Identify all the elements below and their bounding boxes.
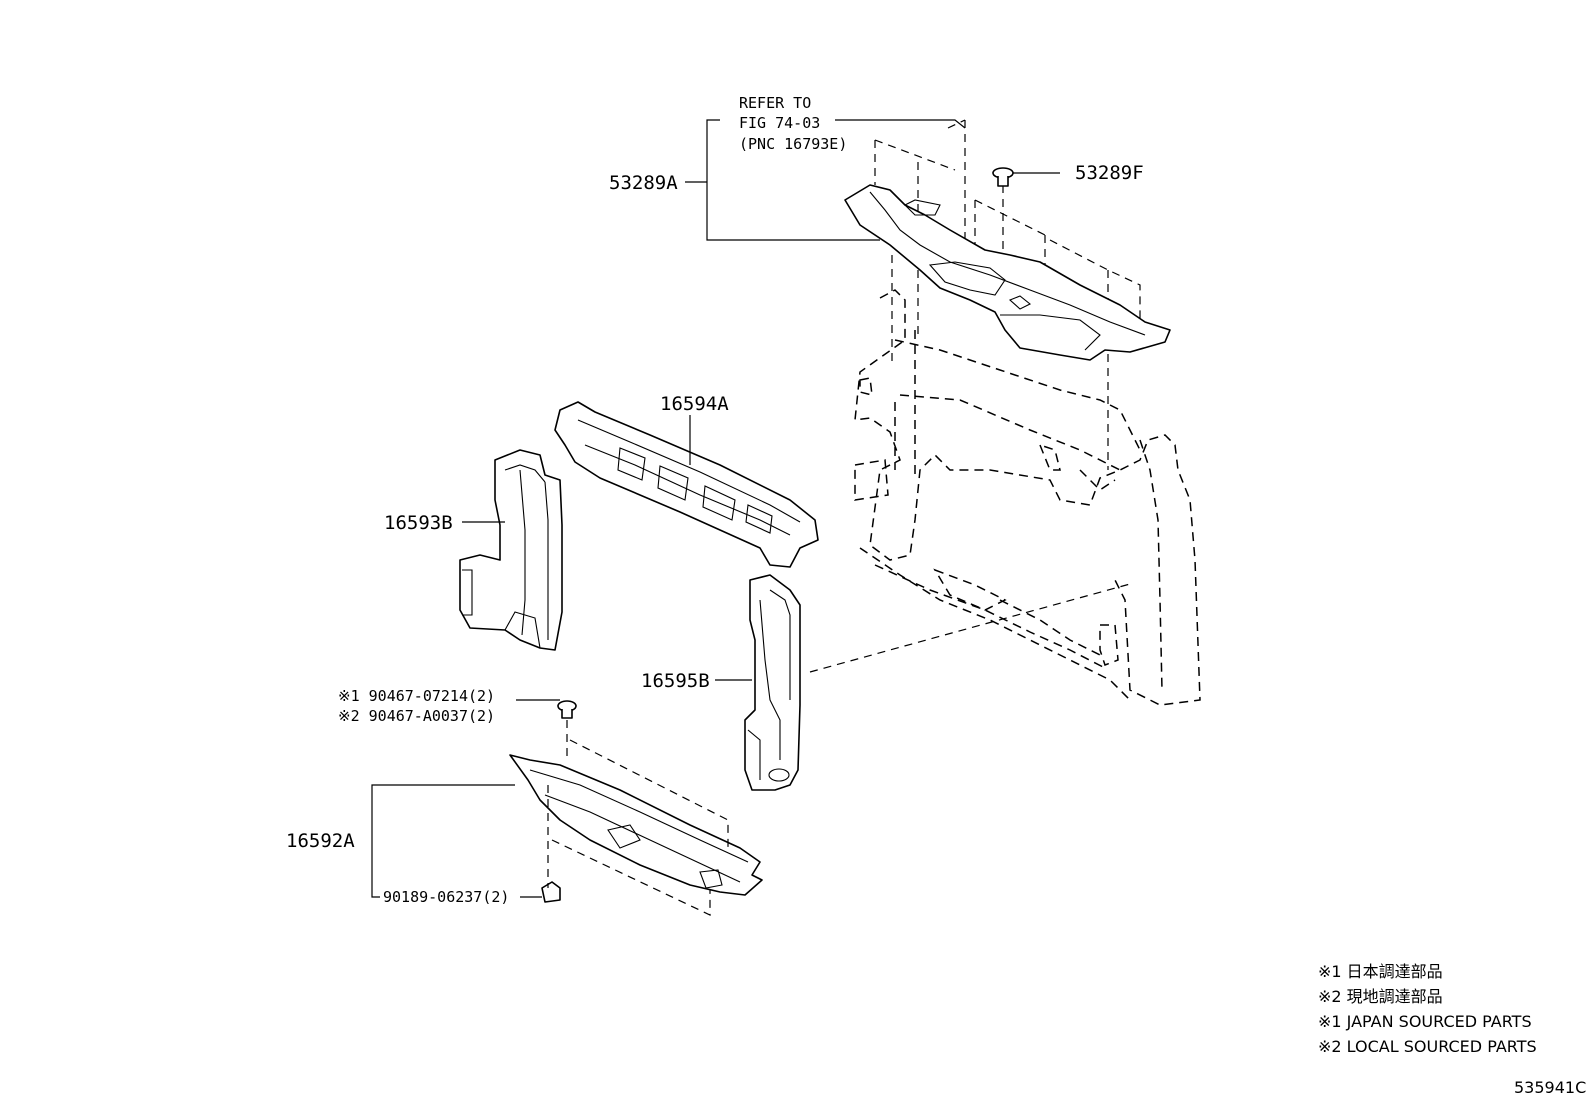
refer-pnc-text: (PNC 16793E) xyxy=(739,135,847,153)
diagram-id: 535941C xyxy=(1514,1078,1586,1097)
legend-line-1: ※1 日本調達部品 xyxy=(1318,962,1443,981)
clip-90189[interactable] xyxy=(541,881,561,903)
fastener-90467[interactable] xyxy=(557,700,577,719)
legend-line-4: ※2 LOCAL SOURCED PARTS xyxy=(1318,1037,1537,1056)
label-16593B[interactable]: 16593B xyxy=(384,512,453,534)
alignment-lines-lower xyxy=(547,583,1131,916)
legend-line-3: ※1 JAPAN SOURCED PARTS xyxy=(1318,1012,1532,1031)
part-16592A-lower-seal[interactable] xyxy=(509,754,763,896)
label-16595B[interactable]: 16595B xyxy=(641,670,710,692)
label-53289F[interactable]: 53289F xyxy=(1075,162,1144,184)
label-fastener-1[interactable]: ※1 90467-07214(2) xyxy=(338,687,495,705)
part-16594A-upper-seal[interactable] xyxy=(554,401,819,568)
legend: ※1 日本調達部品 ※2 現地調達部品 ※1 JAPAN SOURCED PAR… xyxy=(1318,962,1537,1056)
part-16595B-right-seal[interactable] xyxy=(744,574,801,791)
label-fastener-2[interactable]: ※2 90467-A0037(2) xyxy=(338,707,495,725)
legend-line-2: ※2 現地調達部品 xyxy=(1318,987,1443,1006)
radiator-support-ghost xyxy=(854,289,1201,706)
label-clip[interactable]: 90189-06237(2) xyxy=(383,888,509,906)
label-53289A[interactable]: 53289A xyxy=(609,172,678,194)
refer-to-text: REFER TO xyxy=(739,94,811,112)
refer-fig-text[interactable]: FIG 74-03 xyxy=(739,114,820,132)
label-16594A[interactable]: 16594A xyxy=(660,393,729,415)
part-16593B-left-seal[interactable] xyxy=(459,449,563,651)
leader-lines xyxy=(371,119,1060,898)
part-53289A-cover[interactable] xyxy=(844,184,1171,361)
part-53289F-clip[interactable] xyxy=(992,167,1014,187)
label-16592A[interactable]: 16592A xyxy=(286,830,355,852)
